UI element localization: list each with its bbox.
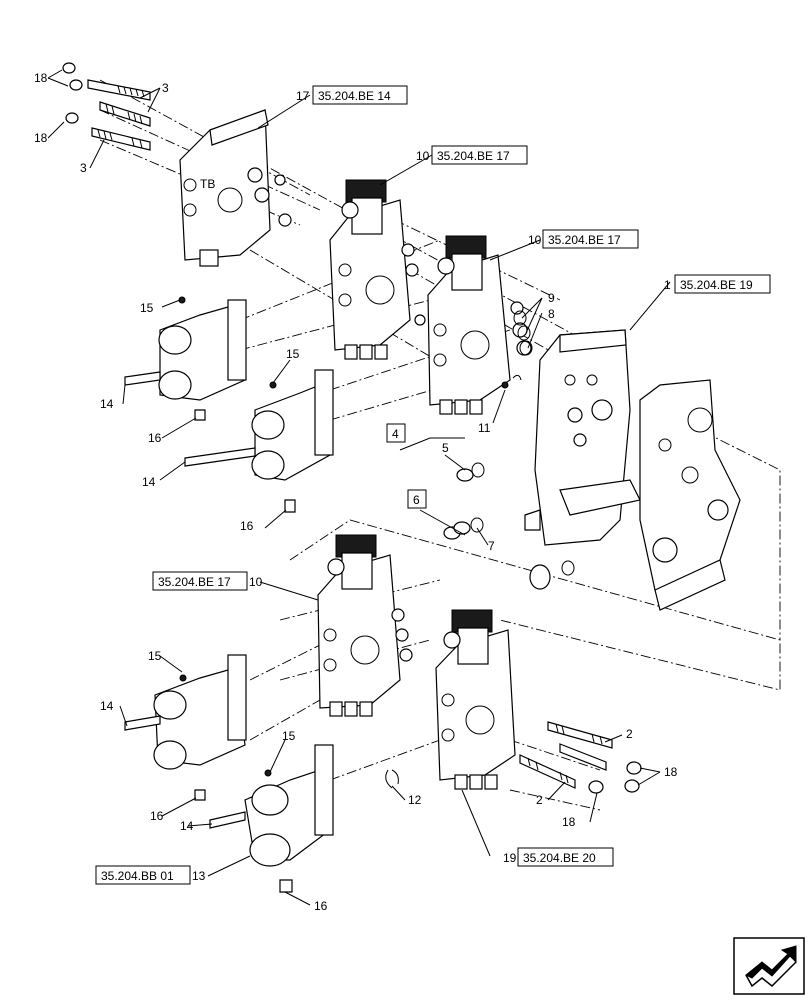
ref-code: 35.204.BE 17 xyxy=(548,233,621,247)
callout-2: 2 xyxy=(536,793,543,807)
callout-4: 4 xyxy=(392,427,399,441)
plug-assembly-upper xyxy=(456,462,485,482)
plug-assembly-lower xyxy=(443,517,484,540)
ref-box xyxy=(95,865,191,885)
tie-bolts-bottom xyxy=(519,721,642,794)
callout-18: 18 xyxy=(34,71,48,85)
callout-15: 15 xyxy=(148,649,162,663)
leader-lines xyxy=(47,69,671,906)
svg-text:TB: TB xyxy=(200,177,215,191)
callout-10: 10 xyxy=(249,575,263,589)
callout-7: 7 xyxy=(488,539,495,553)
actuator-lower-a xyxy=(124,654,247,801)
ref-code: 35.204.BE 19 xyxy=(680,278,753,292)
snap-ring-12 xyxy=(385,769,399,789)
ref-box xyxy=(542,229,639,249)
callout-17: 17 xyxy=(296,89,310,103)
ref-code: 35.204.BE 17 xyxy=(158,575,231,589)
ref-code: 35.204.BE 20 xyxy=(523,851,596,865)
callout-box xyxy=(386,423,406,443)
callout-2: 2 xyxy=(626,727,633,741)
callout-16: 16 xyxy=(148,431,162,445)
callout-14: 14 xyxy=(142,475,156,489)
callout-6: 6 xyxy=(413,493,420,507)
main-valve-body xyxy=(524,329,741,611)
callout-3: 3 xyxy=(80,161,87,175)
callout-9: 9 xyxy=(548,291,555,305)
callout-10: 10 xyxy=(416,149,430,163)
seal-rings xyxy=(512,310,533,381)
next-page-arrow-icon[interactable] xyxy=(733,937,805,995)
ref-box xyxy=(312,85,408,105)
callout-16: 16 xyxy=(240,519,254,533)
callout-15: 15 xyxy=(282,729,296,743)
actuator-lower-b xyxy=(209,744,334,893)
callout-5: 5 xyxy=(442,441,449,455)
actuator-upper-b xyxy=(184,369,334,513)
callout-14: 14 xyxy=(100,699,114,713)
gear-part xyxy=(529,560,575,590)
actuator-upper-a xyxy=(124,296,247,421)
ref-box xyxy=(674,274,771,294)
callout-16: 16 xyxy=(150,809,164,823)
end-cover-section: TB xyxy=(179,109,292,267)
callout-box xyxy=(407,489,427,509)
callout-labels: 18 3 18 3 17 35.204.BE 14 10 35.204.BE 1… xyxy=(34,71,771,913)
callout-18: 18 xyxy=(34,131,48,145)
ref-code: 35.204.BE 14 xyxy=(318,89,391,103)
callout-12: 12 xyxy=(408,793,422,807)
callout-3: 3 xyxy=(162,81,169,95)
callout-18: 18 xyxy=(664,765,678,779)
callout-10: 10 xyxy=(528,233,542,247)
callout-16: 16 xyxy=(314,899,328,913)
callout-18: 18 xyxy=(562,815,576,829)
callout-13: 13 xyxy=(192,869,206,883)
callout-8: 8 xyxy=(548,307,555,321)
valve-section-upper-b xyxy=(427,235,532,415)
valve-section-lower-a xyxy=(317,534,413,717)
ref-box xyxy=(431,145,528,165)
ref-code: 35.204.BE 17 xyxy=(437,149,510,163)
callout-14: 14 xyxy=(180,819,194,833)
callout-1: 1 xyxy=(664,278,671,292)
ref-box xyxy=(517,847,614,867)
valve-section-lower-b xyxy=(435,609,516,790)
callout-14: 14 xyxy=(100,397,114,411)
ref-code: 35.204.BB 01 xyxy=(101,869,174,883)
callout-19: 19 xyxy=(503,851,517,865)
tie-bolts-top xyxy=(62,62,151,151)
callout-11: 11 xyxy=(478,421,491,435)
callout-15: 15 xyxy=(140,301,154,315)
valve-section-upper-a xyxy=(329,179,426,360)
ref-box xyxy=(152,571,248,591)
callout-15: 15 xyxy=(286,347,300,361)
